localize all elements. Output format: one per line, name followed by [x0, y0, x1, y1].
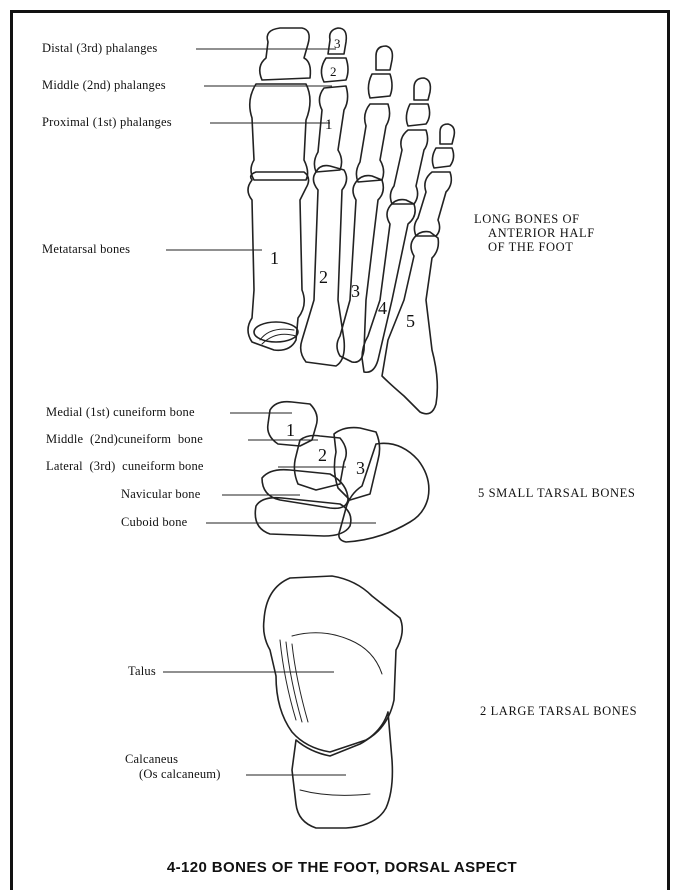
- label-middle-cuneiform: Middle (2nd)cuneiform bone: [46, 432, 203, 447]
- great-toe-bones: [248, 28, 310, 350]
- metatarsal-number-3: 3: [351, 281, 360, 302]
- label-proximal-phalanges: Proximal (1st) phalanges: [42, 115, 172, 130]
- phalanx-number-3: 3: [334, 36, 341, 52]
- label-cuboid-bone: Cuboid bone: [121, 515, 187, 530]
- group-large-tarsal-bones: 2 LARGE TARSAL BONES: [480, 704, 637, 718]
- group-small-tarsal-bones: 5 SMALL TARSAL BONES: [478, 486, 635, 500]
- label-os-calcaneum: (Os calcaneum): [139, 767, 221, 782]
- label-lateral-cuneiform: Lateral (3rd) cuneiform bone: [46, 459, 204, 474]
- fifth-toe-bones: [382, 124, 454, 414]
- label-calcaneus: Calcaneus: [125, 752, 178, 767]
- cuneiform-number-1: 1: [286, 420, 295, 441]
- cuneiform-number-2: 2: [318, 445, 327, 466]
- group-long-bones-line-1: LONG BONES OF: [474, 212, 595, 226]
- metatarsal-number-5: 5: [406, 311, 415, 332]
- label-middle-phalanges: Middle (2nd) phalanges: [42, 78, 166, 93]
- phalanx-number-2: 2: [330, 64, 337, 80]
- label-distal-phalanges: Distal (3rd) phalanges: [42, 41, 157, 56]
- small-tarsal-bones: [255, 402, 429, 542]
- label-navicular-bone: Navicular bone: [121, 487, 201, 502]
- label-metatarsal-bones: Metatarsal bones: [42, 242, 130, 257]
- metatarsal-number-4: 4: [378, 298, 387, 319]
- label-talus: Talus: [128, 664, 156, 679]
- fourth-toe-bones: [362, 78, 430, 372]
- metatarsal-number-2: 2: [319, 267, 328, 288]
- phalanx-number-1: 1: [325, 117, 333, 134]
- label-medial-cuneiform: Medial (1st) cuneiform bone: [46, 405, 195, 420]
- calcaneus-bone: [292, 712, 392, 828]
- group-long-bones-line-3: OF THE FOOT: [474, 240, 595, 254]
- group-long-bones-line-2: ANTERIOR HALF: [474, 226, 595, 240]
- figure-caption: 4-120 BONES OF THE FOOT, DORSAL ASPECT: [0, 859, 684, 876]
- cuneiform-number-3: 3: [356, 458, 365, 479]
- metatarsal-number-1: 1: [270, 248, 279, 269]
- group-long-bones: LONG BONES OF ANTERIOR HALF OF THE FOOT: [474, 212, 595, 254]
